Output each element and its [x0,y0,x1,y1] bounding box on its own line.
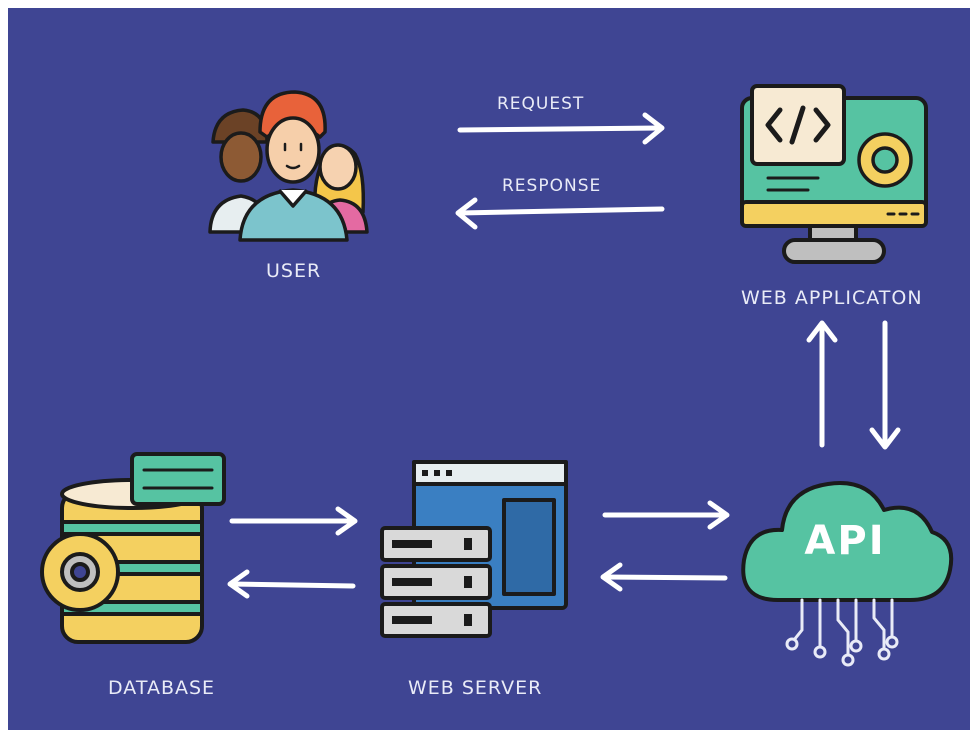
web-server-label: WEB SERVER [408,677,543,699]
api-request-arrow [602,500,730,530]
monitor-code-gear-icon [740,84,928,264]
web-application-label: WEB APPLICATON [741,287,923,309]
database-label: DATABASE [108,677,216,699]
users-group-icon [208,90,369,242]
api-label: API [804,518,886,564]
db-to-server-arrow [229,506,358,536]
user-label: USER [266,260,322,282]
webapp-to-api-arrow [869,320,901,450]
api-cloud-circuit-icon [741,481,954,667]
database-gear-icon [40,452,226,644]
api-to-webapp-arrow [806,320,838,448]
api-response-arrow [600,562,728,592]
response-label: RESPONSE [502,176,602,196]
server-rack-icon [380,460,568,638]
request-label: REQUEST [497,94,585,114]
request-arrow [457,112,665,145]
server-to-db-arrow [227,569,356,599]
response-arrow [455,197,665,230]
